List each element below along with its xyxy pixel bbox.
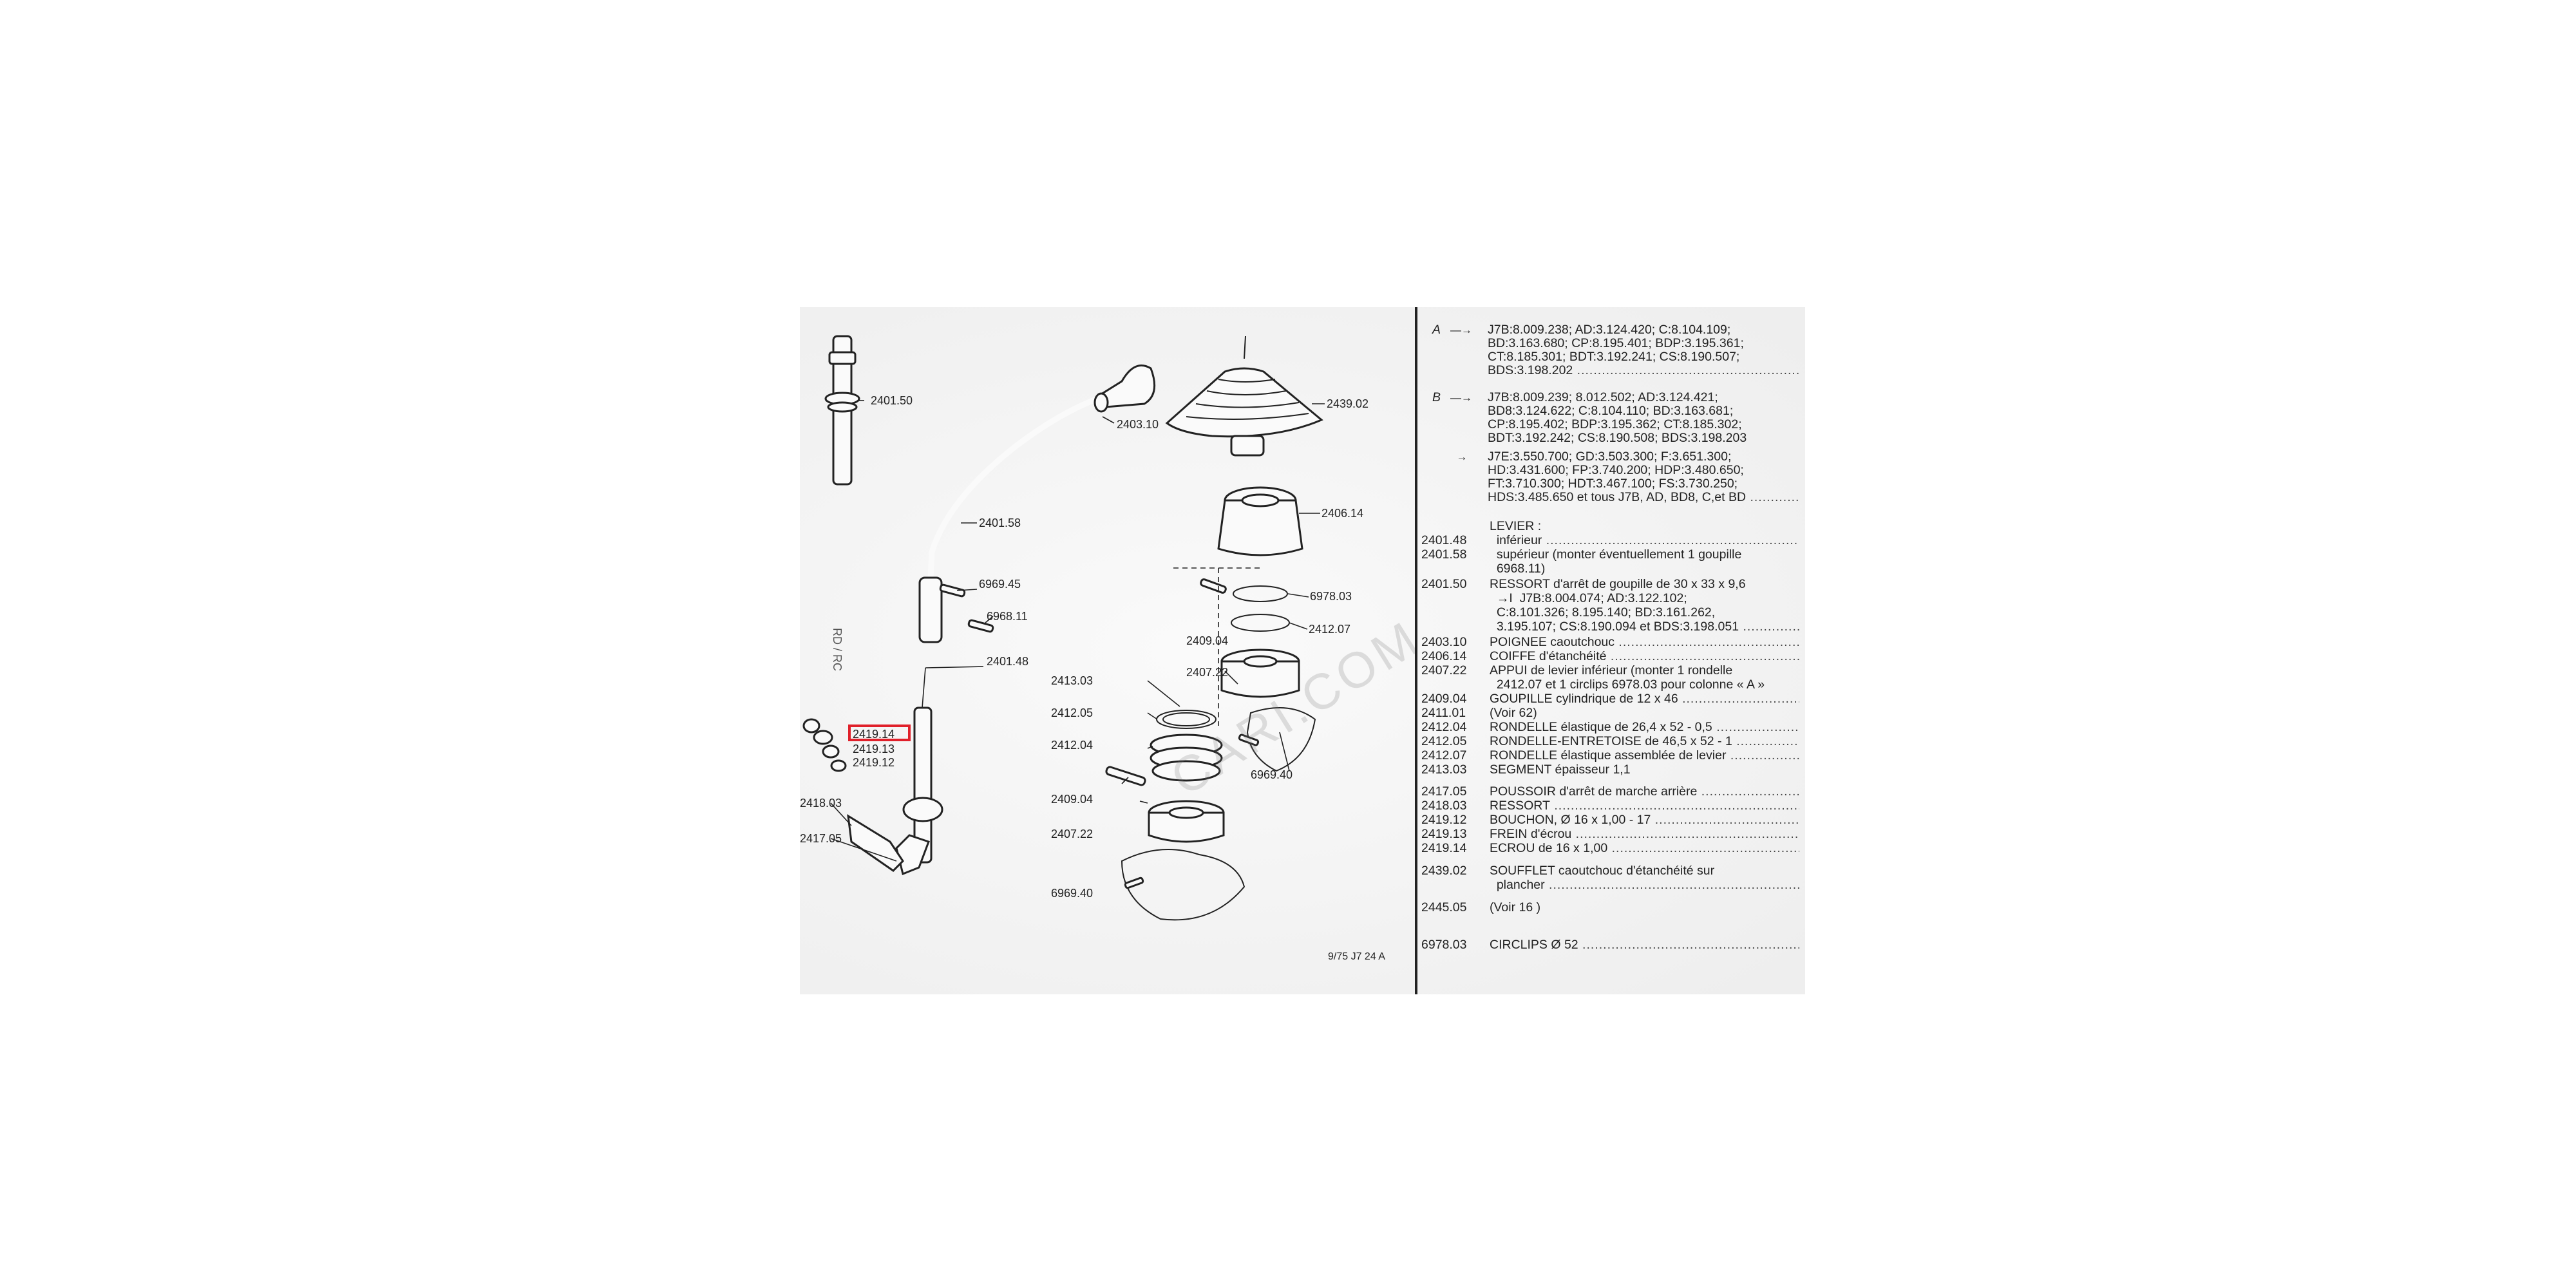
callout-2417-05: 2417.05 xyxy=(800,832,842,845)
b-line: BD8:3.124.622; C:8.104.110; BD:3.163.681… xyxy=(1488,404,1734,418)
list-item: 2411.01(Voir 62) xyxy=(1421,706,1537,720)
callout-2401-48: 2401.48 xyxy=(987,655,1028,668)
callout-2413-03: 2413.03 xyxy=(1051,674,1093,687)
callout-6968-11: 6968.11 xyxy=(987,610,1028,623)
list-item: LEVIER : xyxy=(1490,520,1542,533)
side-text: RD / RC xyxy=(831,628,844,671)
a-line: BDS:3.198.202 xyxy=(1488,364,1799,378)
a-line: CT:8.185.301; BDT:3.192.241; CS:8.190.50… xyxy=(1488,350,1740,364)
list-item: 3.195.107; CS:8.190.094 et BDS:3.198.051 xyxy=(1419,620,1799,634)
arrow-icon: → xyxy=(1450,451,1468,463)
b-line: J7B:8.009.239; 8.012.502; AD:3.124.421; xyxy=(1488,391,1718,404)
callout-6969-40-upper: 6969.40 xyxy=(1251,768,1293,781)
callout-2419-13: 2419.13 xyxy=(853,743,895,755)
list-item: 2401.58 supérieur (monter éventuellement… xyxy=(1421,547,1742,562)
callout-2409-04-upper: 2409.04 xyxy=(1186,634,1228,647)
b-line: CP:8.195.402; BDP:3.195.362; CT:8.185.30… xyxy=(1488,418,1742,431)
group-mark-a: A xyxy=(1432,323,1441,337)
callout-2403-10: 2403.10 xyxy=(1117,418,1159,431)
page-footer-reference: 9/75 J7 24 A xyxy=(1328,951,1385,962)
pins-6969-45-6968-11-part xyxy=(939,583,994,633)
callout-6969-45: 6969.45 xyxy=(979,578,1021,591)
arrow-icon: —→ xyxy=(1450,324,1472,336)
b-line: J7E:3.550.700; GD:3.503.300; F:3.651.300… xyxy=(1488,450,1732,464)
callout-2407-22-upper: 2407.22 xyxy=(1186,666,1228,679)
boot-2439-02-part xyxy=(1165,336,1323,457)
callout-2401-50: 2401.50 xyxy=(871,394,913,407)
callout-2419-14: 2419.14 xyxy=(853,728,895,741)
callout-6969-40-lower: 6969.40 xyxy=(1051,887,1093,900)
callout-2439-02: 2439.02 xyxy=(1327,397,1368,410)
b-line: FT:3.710.300; HDT:3.467.100; FS:3.730.25… xyxy=(1488,477,1738,491)
b-line: HDS:3.485.650 et tous J7B, AD, BD8, C,et… xyxy=(1488,491,1799,505)
leader-lines xyxy=(830,403,1325,862)
list-item: 2401.48 inférieur xyxy=(1419,533,1799,548)
b-line: BDT:3.192.242; CS:8.190.508; BDS:3.198.2… xyxy=(1488,431,1747,445)
callout-2412-05: 2412.05 xyxy=(1051,706,1093,719)
callout-2409-04-lower: 2409.04 xyxy=(1051,793,1093,806)
parts-list: A —→ B —→ → J7B:8.009.238; AD:3.124.420;… xyxy=(1419,307,1803,994)
a-line: J7B:8.009.238; AD:3.124.420; C:8.104.109… xyxy=(1488,323,1731,337)
list-item: 2445.05(Voir 16 ) xyxy=(1421,900,1541,914)
callout-6978-03: 6978.03 xyxy=(1310,590,1352,603)
highlight-box xyxy=(848,724,911,741)
callout-2407-22-lower: 2407.22 xyxy=(1051,828,1093,840)
callout-2419-12: 2419.12 xyxy=(853,756,895,769)
callout-2418-03: 2418.03 xyxy=(800,797,842,810)
b-line: HD:3.431.600; FP:3.740.200; HDP:3.480.65… xyxy=(1488,464,1744,477)
diagram-svg: 2401.50 2403.10 2401.58 6969.45 6968.11 … xyxy=(800,335,1368,921)
arrow-icon: —→ xyxy=(1450,392,1472,404)
list-item: →I J7B:8.004.074; AD:3.122.102; xyxy=(1490,592,1687,605)
upper-lever-2401-58-part xyxy=(918,365,1156,643)
list-item: plancher xyxy=(1419,878,1799,893)
lower-lever-2401-48-part xyxy=(802,706,943,876)
exploded-diagram: 2401.50 2403.10 2401.58 6969.45 6968.11 … xyxy=(800,307,1430,994)
parts-sheet: 2401.50 2403.10 2401.58 6969.45 6968.11 … xyxy=(800,307,1805,994)
left-stack-part xyxy=(1105,710,1245,921)
callout-2412-04: 2412.04 xyxy=(1051,739,1093,752)
list-item: 6968.11) xyxy=(1490,562,1546,576)
a-line: BD:3.163.680; CP:8.195.401; BDP:3.195.36… xyxy=(1488,337,1744,350)
list-item: C:8.101.326; 8.195.140; BD:3.161.262, xyxy=(1490,606,1716,620)
spring-2401-50-part xyxy=(824,335,864,486)
cover-2406-14-part xyxy=(1217,486,1303,556)
column-divider xyxy=(1415,307,1417,994)
callout-2401-58: 2401.58 xyxy=(979,516,1021,529)
group-mark-b: B xyxy=(1432,390,1441,404)
callout-2412-07: 2412.07 xyxy=(1309,623,1350,636)
callout-2406-14: 2406.14 xyxy=(1321,507,1363,520)
list-item: 2412.07 et 1 circlips 6978.03 pour colon… xyxy=(1490,678,1765,692)
